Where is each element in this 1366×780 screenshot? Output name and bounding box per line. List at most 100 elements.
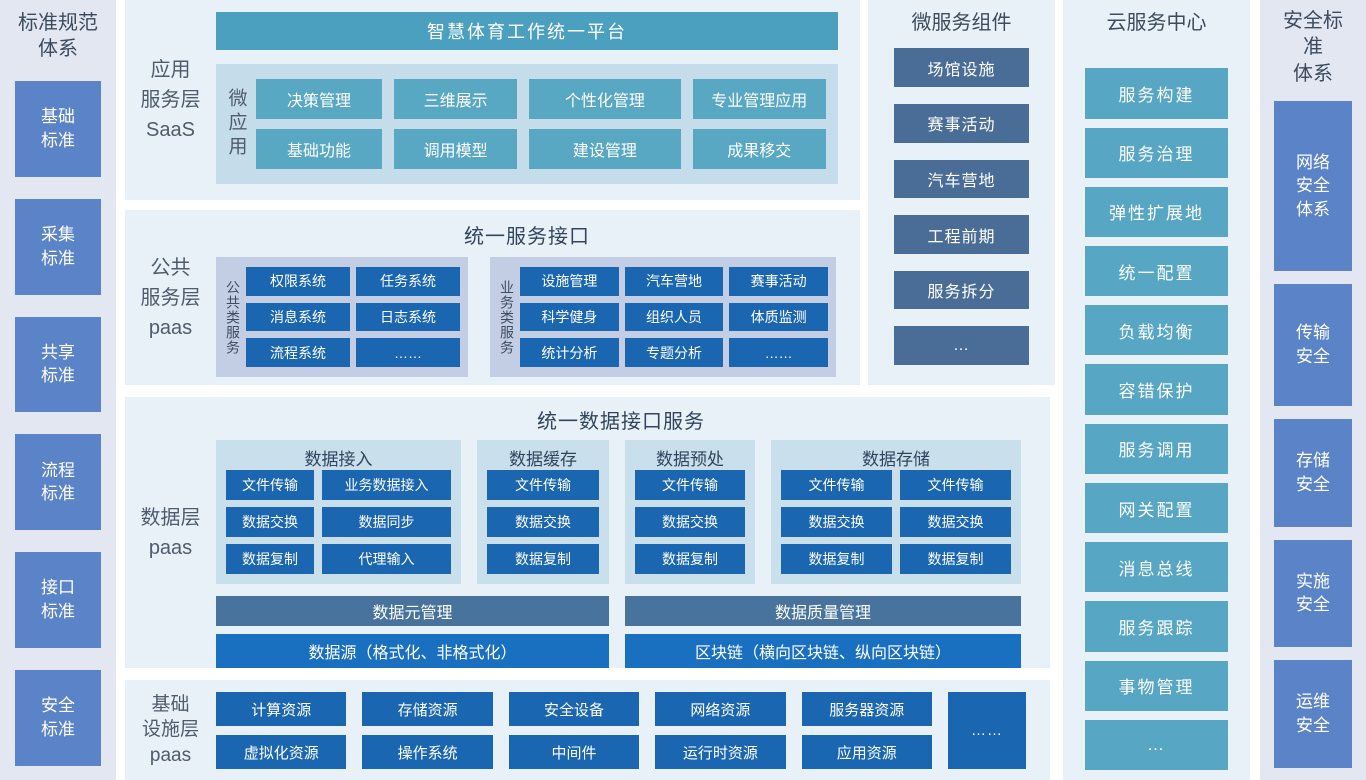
- data-bars-grid: 数据元管理 数据质量管理 数据源（格式化、非格式化） 区块链（横向区块链、纵向区…: [216, 596, 1026, 668]
- infra-block: 安全设备: [508, 692, 640, 726]
- infra-block: 网络资源: [655, 692, 786, 726]
- infra-block: 存储资源: [362, 692, 493, 726]
- platform-header: 智慧体育工作统一平台: [216, 12, 838, 50]
- data-block: 业务数据接入: [322, 470, 451, 500]
- saas-content: 智慧体育工作统一平台 微应用 决策管理 三维展示 个性化管理 专业管理应用 基础…: [216, 12, 838, 184]
- business-services-vertical-label: 业务类服务: [499, 279, 515, 355]
- cloud-block: 服务治理: [1085, 127, 1228, 178]
- data-layer-panel: 数据层 paas 统一数据接口服务 数据接入 文件传输 业务数据接入 数据交换 …: [125, 397, 1050, 668]
- data-section-grid: 文件传输 数据交换 数据复制: [635, 470, 745, 574]
- data-block: 代理输入: [322, 544, 451, 574]
- cloud-center-title: 云服务中心: [1106, 12, 1207, 34]
- data-section-grid: 文件传输 数据交换 数据复制: [487, 470, 599, 574]
- standard-block: 接口 标准: [15, 552, 101, 649]
- infrastructure-layer-label: 基础 设施层 paas: [141, 693, 199, 766]
- security-block: 传输 安全: [1274, 284, 1352, 406]
- cloud-block: 事物管理: [1085, 660, 1228, 711]
- common-services-grid: 权限系统 任务系统 消息系统 日志系统 流程系统 ……: [246, 267, 460, 367]
- data-cache-section: 数据缓存 文件传输 数据交换 数据复制: [477, 440, 609, 584]
- infra-block: 服务器资源: [801, 692, 932, 726]
- saas-layer-label: 应用 服务层 SaaS: [140, 59, 201, 141]
- standards-title: 标准规范 体系: [18, 12, 98, 61]
- service-groups-row: 公共类服务 权限系统 任务系统 消息系统 日志系统 流程系统 …… 业务类服务 …: [216, 257, 838, 377]
- service-block: 消息系统: [246, 302, 350, 332]
- micro-apps-vertical-label: 微应用: [225, 88, 247, 160]
- data-block: 数据交换: [487, 507, 599, 537]
- infrastructure-grid: 计算资源 存储资源 安全设备 网络资源 服务器资源 …… 虚拟化资源 操作系统 …: [216, 692, 1026, 769]
- business-services-box: 业务类服务 设施管理 汽车营地 赛事活动 科学健身 组织人员 体质监测 统计分析…: [490, 257, 836, 377]
- microservice-block: 工程前期: [894, 215, 1029, 254]
- business-services-grid: 设施管理 汽车营地 赛事活动 科学健身 组织人员 体质监测 统计分析 专题分析 …: [520, 267, 828, 367]
- data-block: 数据交换: [635, 507, 745, 537]
- service-interface-title: 统一服务接口: [464, 226, 590, 248]
- saas-layer-panel: 应用 服务层 SaaS 智慧体育工作统一平台 微应用 决策管理 三维展示 个性化…: [125, 0, 860, 200]
- infra-block: 应用资源: [801, 735, 932, 769]
- cloud-block: 网关配置: [1085, 482, 1228, 534]
- app-block: 三维展示: [393, 79, 518, 119]
- data-block: 文件传输: [226, 470, 314, 500]
- standards-list: 基础 标准 采集 标准 共享 标准 流程 标准 接口 标准 安全 标准: [15, 80, 101, 767]
- data-interface-title: 统一数据接口服务: [537, 411, 705, 433]
- app-block: 成果移交: [692, 129, 826, 169]
- security-standards-panel: 安全标准 体系 网络 安全 体系 传输 安全 存储 安全 实施 安全 运维 安全: [1260, 0, 1366, 780]
- data-layer-label: 数据层 paas: [140, 506, 201, 559]
- data-section-title: 数据存储: [862, 449, 930, 469]
- security-block: 运维 安全: [1274, 660, 1352, 768]
- data-block: 数据复制: [487, 544, 599, 574]
- data-block: 数据交换: [226, 507, 314, 537]
- cloud-more-block: …: [1085, 719, 1228, 771]
- data-block: 数据交换: [781, 507, 892, 537]
- public-service-layer-label: 公共 服务层 paas: [140, 256, 201, 339]
- infra-block: 计算资源: [216, 692, 347, 726]
- cloud-block: 消息总线: [1085, 542, 1228, 593]
- data-block: 文件传输: [900, 470, 1011, 500]
- service-block: 统计分析: [520, 338, 619, 367]
- data-source-bar: 数据源（格式化、非格式化）: [216, 634, 609, 668]
- data-block: 数据复制: [781, 544, 892, 574]
- service-block: 日志系统: [356, 302, 460, 332]
- data-block: 数据复制: [226, 544, 314, 574]
- blockchain-bar: 区块链（横向区块链、纵向区块链）: [625, 634, 1021, 668]
- service-block-more: ……: [356, 338, 460, 367]
- infra-block: 操作系统: [362, 735, 493, 769]
- security-standards-title: 安全标准 体系: [1283, 10, 1343, 85]
- common-services-vertical-label: 公共类服务: [225, 279, 241, 355]
- data-sections-grid: 数据接入 文件传输 业务数据接入 数据交换 数据同步 数据复制 代理输入 数据缓…: [216, 440, 1026, 584]
- standard-block: 流程 标准: [15, 434, 101, 531]
- data-quality-bar: 数据质量管理: [625, 596, 1021, 626]
- cloud-block: 服务构建: [1085, 68, 1228, 119]
- service-block-more: ……: [729, 338, 828, 367]
- service-block: 体质监测: [729, 302, 828, 332]
- service-block: 组织人员: [624, 302, 724, 332]
- standard-block: 共享 标准: [15, 316, 101, 413]
- standards-panel: 标准规范 体系 基础 标准 采集 标准 共享 标准 流程 标准 接口 标准 安全…: [0, 0, 116, 780]
- security-block: 网络 安全 体系: [1274, 101, 1352, 272]
- common-services-box: 公共类服务 权限系统 任务系统 消息系统 日志系统 流程系统 ……: [216, 257, 468, 377]
- cloud-block: 容错保护: [1085, 364, 1228, 415]
- infra-block: 中间件: [508, 735, 640, 769]
- data-section-grid: 文件传输 业务数据接入 数据交换 数据同步 数据复制 代理输入: [226, 470, 451, 574]
- app-block: 个性化管理: [529, 79, 681, 119]
- cloud-center-list: 服务构建 服务治理 弹性扩展地 统一配置 负载均衡 容错保护 服务调用 网关配置…: [1085, 68, 1228, 771]
- service-block: 汽车营地: [624, 267, 724, 296]
- cloud-block: 弹性扩展地: [1085, 186, 1228, 238]
- data-section-title: 数据接入: [304, 449, 373, 469]
- data-block: 数据交换: [900, 507, 1011, 537]
- data-block: 数据同步: [322, 507, 451, 537]
- service-block: 赛事活动: [729, 267, 828, 296]
- app-block: 专业管理应用: [692, 79, 826, 119]
- data-block: 文件传输: [487, 470, 599, 500]
- microservice-block: 汽车营地: [894, 159, 1029, 199]
- infrastructure-layer-panel: 基础 设施层 paas 计算资源 存储资源 安全设备 网络资源 服务器资源 ………: [125, 680, 1050, 780]
- data-preprocess-section: 数据预处 文件传输 数据交换 数据复制: [625, 440, 755, 584]
- micro-apps-box: 微应用 决策管理 三维展示 个性化管理 专业管理应用 基础功能 调用模型 建设管…: [216, 64, 838, 184]
- data-layer-content: 统一数据接口服务 数据接入 文件传输 业务数据接入 数据交换 数据同步 数据复制…: [216, 397, 1026, 668]
- data-block: 文件传输: [781, 470, 892, 500]
- service-block: 流程系统: [246, 338, 350, 367]
- standard-block: 采集 标准: [15, 198, 101, 295]
- data-section-title: 数据预处: [656, 449, 724, 469]
- security-block: 实施 安全: [1274, 539, 1352, 648]
- microservices-panel: 微服务组件 场馆设施 赛事活动 汽车营地 工程前期 服务拆分 …: [868, 0, 1055, 385]
- meta-management-bar: 数据元管理: [216, 596, 609, 626]
- data-block: 数据复制: [900, 544, 1011, 574]
